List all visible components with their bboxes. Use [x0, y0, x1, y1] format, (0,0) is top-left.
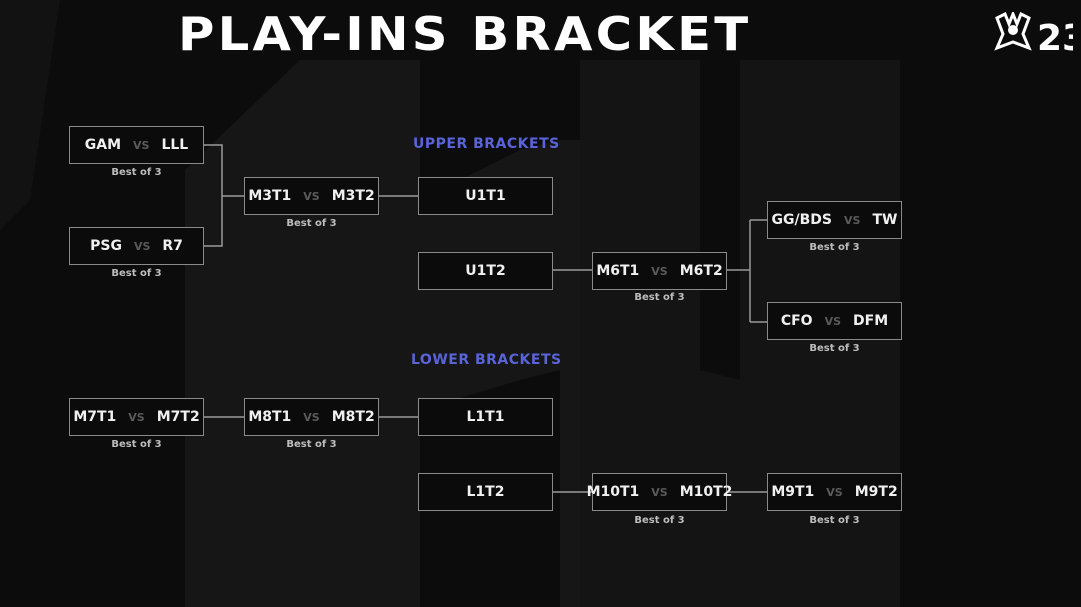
match-format: Best of 3: [634, 515, 685, 526]
slot-u1t1[interactable]: U1T1: [418, 177, 553, 215]
match-format: Best of 3: [111, 167, 162, 178]
team2-name: M7T2: [156, 409, 200, 425]
team1-name: M9T1: [771, 484, 815, 500]
team2-name: M9T2: [854, 484, 898, 500]
team2-name: DFM: [853, 313, 889, 329]
team2-name: M3T2: [331, 188, 375, 204]
team1-name: M3T1: [248, 188, 292, 204]
match-gam-lll[interactable]: GAM VS LLL: [69, 126, 204, 164]
vs-label: VS: [133, 239, 151, 253]
team1-name: M10T1: [586, 484, 640, 500]
vs-label: VS: [303, 189, 320, 203]
match-m7[interactable]: M7T1 VS M7T2: [69, 398, 204, 436]
slot-l1t1[interactable]: L1T1: [418, 398, 553, 436]
team1-name: PSG: [90, 238, 122, 254]
match-format: Best of 3: [111, 439, 162, 450]
team2-name: R7: [162, 238, 183, 254]
team2-name: TW: [872, 212, 898, 228]
match-m10[interactable]: M10T1 VS M10T2: [587, 473, 732, 511]
team1-name: CFO: [780, 313, 813, 329]
team1-name: U1T2: [465, 263, 506, 279]
slot-l1t2[interactable]: L1T2: [418, 473, 553, 511]
team1-name: U1T1: [465, 188, 506, 204]
worlds-logo-icon: 23: [994, 12, 1073, 56]
team1-name: M8T1: [248, 409, 292, 425]
team1-name: M6T1: [596, 263, 640, 279]
match-psg-r7[interactable]: PSG VS R7: [69, 227, 204, 265]
vs-label: VS: [844, 213, 861, 227]
vs-label: VS: [303, 410, 320, 424]
match-m9[interactable]: M9T1 VS M9T2: [767, 473, 902, 511]
match-format: Best of 3: [634, 292, 685, 303]
team1-name: M7T1: [73, 409, 117, 425]
team1-name: L1T1: [466, 409, 505, 425]
team2-name: M8T2: [331, 409, 375, 425]
logo-number: 23: [1037, 18, 1073, 56]
vs-label: VS: [128, 410, 145, 424]
match-format: Best of 3: [809, 242, 860, 253]
vs-label: VS: [651, 485, 668, 499]
team2-name: M10T2: [679, 484, 733, 500]
team1-name: GAM: [84, 137, 122, 153]
page-title: PLAY-INS BRACKET: [178, 7, 752, 61]
vs-label: VS: [824, 314, 842, 328]
match-format: Best of 3: [286, 218, 337, 229]
lower-brackets-label: LOWER BRACKETS: [411, 352, 562, 368]
match-format: Best of 3: [809, 343, 860, 354]
team1-name: GG/BDS: [771, 212, 833, 228]
upper-brackets-label: UPPER BRACKETS: [413, 136, 560, 152]
vs-label: VS: [651, 264, 668, 278]
match-gg-tw[interactable]: GG/BDS VS TW: [767, 201, 902, 239]
vs-label: VS: [133, 138, 150, 152]
match-format: Best of 3: [809, 515, 860, 526]
slot-u1t2[interactable]: U1T2: [418, 252, 553, 290]
match-cfo-dfm[interactable]: CFO VS DFM: [767, 302, 902, 340]
team1-name: L1T2: [466, 484, 505, 500]
team2-name: LLL: [161, 137, 189, 153]
team2-name: M6T2: [679, 263, 723, 279]
match-format: Best of 3: [286, 439, 337, 450]
match-format: Best of 3: [111, 268, 162, 279]
vs-label: VS: [826, 485, 843, 499]
match-m3[interactable]: M3T1 VS M3T2: [244, 177, 379, 215]
match-m6[interactable]: M6T1 VS M6T2: [592, 252, 727, 290]
match-m8[interactable]: M8T1 VS M8T2: [244, 398, 379, 436]
